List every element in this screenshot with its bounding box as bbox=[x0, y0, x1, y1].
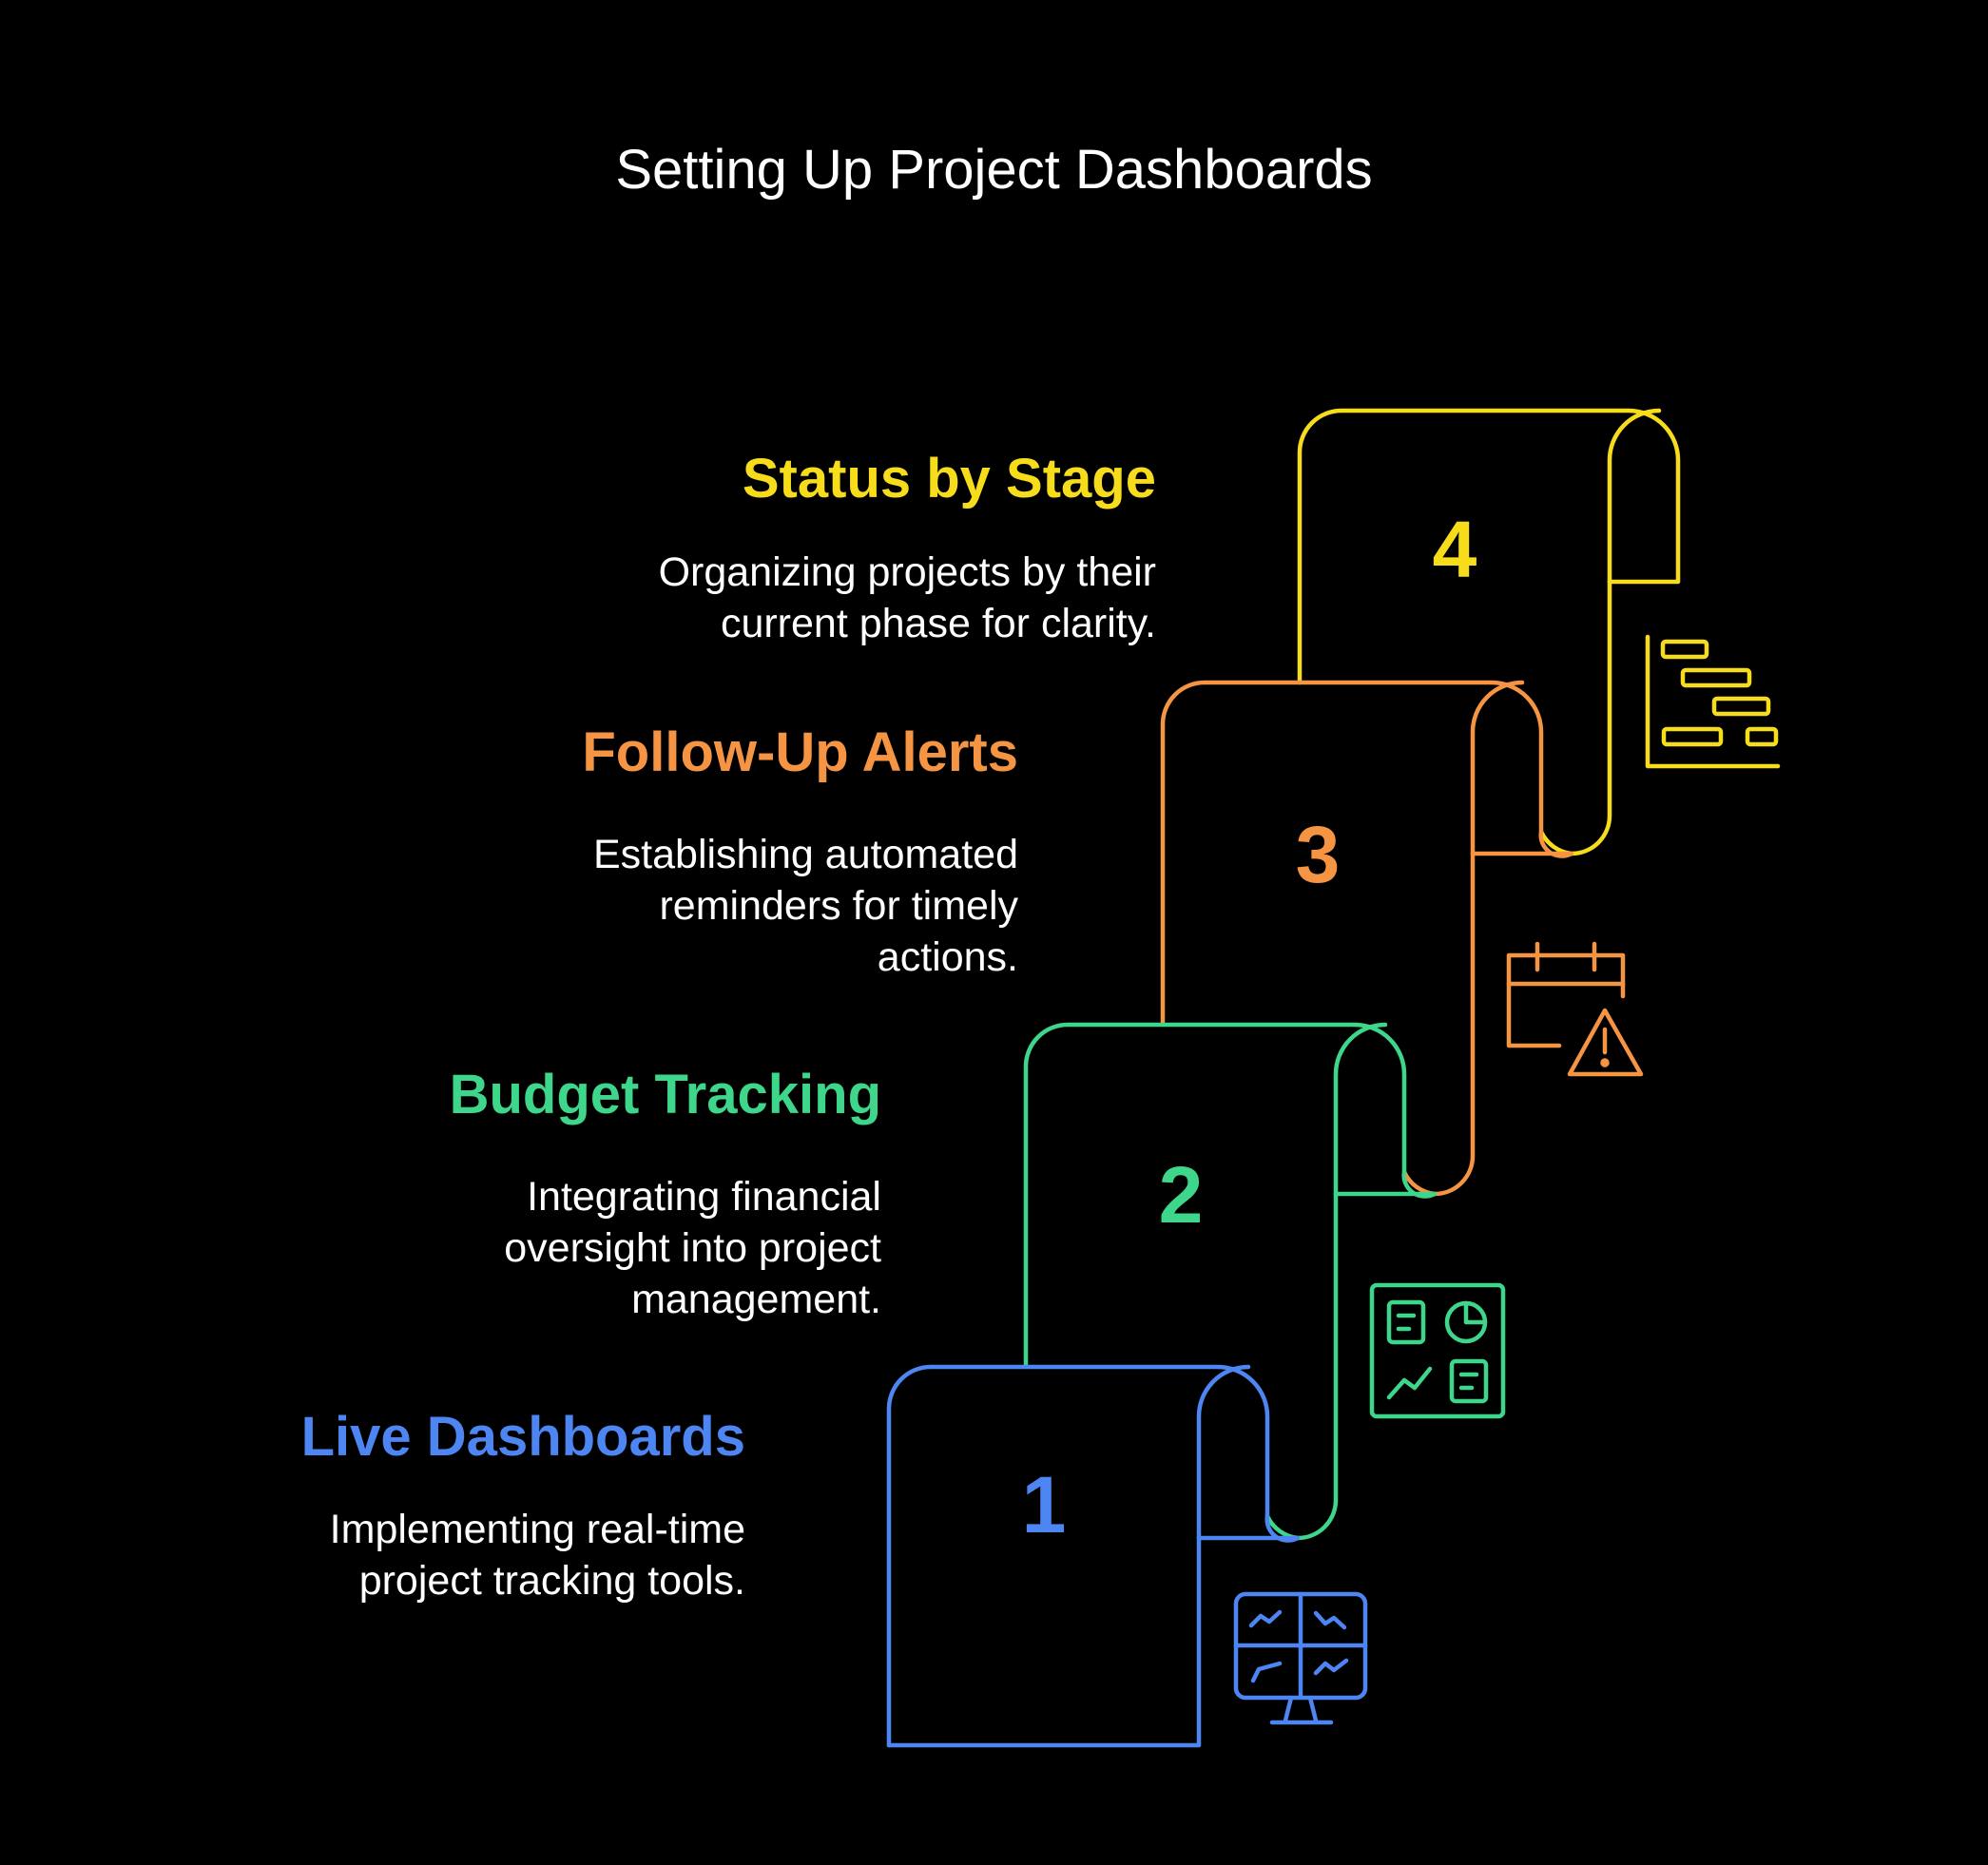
step-2-scroll bbox=[1023, 1022, 1438, 1541]
step-1-number: 1 bbox=[1022, 1460, 1067, 1549]
step-4-description: Organizing projects by their current pha… bbox=[658, 549, 1156, 646]
step-2-description: Integrating financial oversight into pro… bbox=[504, 1174, 881, 1322]
step-4-heading: Status by Stage bbox=[742, 448, 1156, 510]
step-1-scroll bbox=[886, 1364, 1301, 1748]
monitor-dashboard-icon bbox=[1233, 1591, 1368, 1725]
step-2-heading: Budget Tracking bbox=[449, 1064, 881, 1125]
step-4-number: 4 bbox=[1433, 505, 1477, 594]
financial-dashboard-icon bbox=[1369, 1282, 1506, 1419]
step-1-description: Implementing real-time project tracking … bbox=[329, 1507, 745, 1604]
diagram-title: Setting Up Project Dashboards bbox=[615, 139, 1373, 201]
step-3-description: Establishing automated reminders for tim… bbox=[592, 832, 1018, 980]
calendar-alert-icon bbox=[1506, 941, 1644, 1077]
step-4-scroll bbox=[1297, 408, 1681, 856]
step-3-scroll bbox=[1160, 680, 1574, 1197]
step-3-number: 3 bbox=[1296, 810, 1341, 899]
step-1-heading: Live Dashboards bbox=[300, 1406, 745, 1468]
step-2-number: 2 bbox=[1159, 1150, 1204, 1240]
step-3-heading: Follow-Up Alerts bbox=[582, 721, 1018, 783]
gantt-chart-icon bbox=[1645, 634, 1781, 769]
